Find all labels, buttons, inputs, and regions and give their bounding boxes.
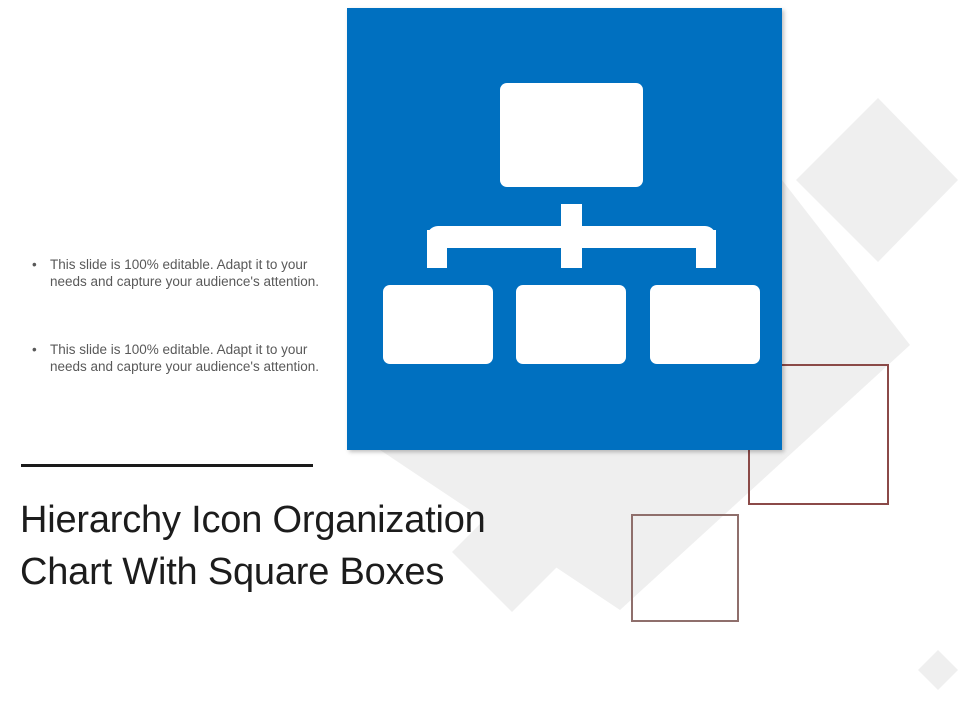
grey-diamond-small <box>918 650 958 690</box>
bullet-text: This slide is 100% editable. Adapt it to… <box>50 342 320 374</box>
bullet-item: • This slide is 100% editable. Adapt it … <box>30 256 320 290</box>
title-divider <box>21 464 313 467</box>
slide-title: Hierarchy Icon Organization Chart With S… <box>20 499 486 593</box>
hierarchy-org-chart-icon <box>383 83 760 364</box>
bullet-marker: • <box>32 342 37 357</box>
child-node-box-right <box>650 285 760 364</box>
outline-square-small <box>631 514 739 622</box>
right-drop-connector <box>696 230 716 268</box>
left-drop-connector <box>427 230 447 268</box>
grey-diamond-right <box>796 98 958 262</box>
bullet-marker: • <box>32 257 37 272</box>
grey-diamond-bottom <box>452 492 572 612</box>
bullet-item: • This slide is 100% editable. Adapt it … <box>30 341 320 375</box>
icon-panel <box>347 8 782 450</box>
child-node-box-center <box>516 285 626 364</box>
child-node-box-left <box>383 285 493 364</box>
bullet-text: This slide is 100% editable. Adapt it to… <box>50 257 320 289</box>
horizontal-connector <box>427 226 716 248</box>
bullet-list: • This slide is 100% editable. Adapt it … <box>30 256 320 375</box>
top-node-box <box>500 83 643 187</box>
